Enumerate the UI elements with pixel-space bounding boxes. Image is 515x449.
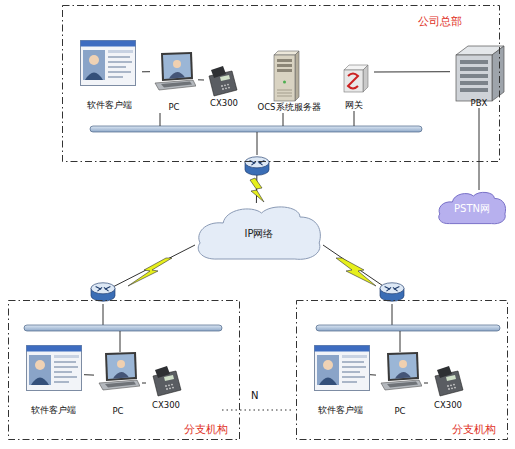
router-icon [245,157,269,175]
ellipsis-dots [222,409,292,410]
node-label: CX300 [198,99,250,108]
node-label: 公司总部 [418,16,462,28]
network-link [198,79,204,80]
ip-phone-icon [435,366,463,396]
node-label: PBX [444,99,514,108]
node-label: 网关 [328,101,380,110]
frame-outline [296,300,508,440]
node-label: 软件客户端 [16,406,90,415]
server-icon [274,51,299,101]
node-label: PC [370,407,430,416]
laptop-icon [381,352,422,390]
software-client-icon [315,346,370,391]
node-label: OCS系统服务器 [244,103,334,112]
client-node: 软件客户端 [310,343,370,415]
ip-cloud: IP网络 [195,203,323,263]
node-label: CX300 [140,401,192,410]
network-link [103,245,195,300]
network-link [424,383,428,384]
gateway-icon [344,65,368,92]
wan-link-bolt [250,178,264,202]
gateway-node: 网关 [334,58,374,110]
drop-wire [392,304,393,325]
pbx-icon [456,46,504,101]
wan-link-bolt [336,258,376,286]
site-frame: 公司总部软件客户端PCCX300OCS系统服务器网关 [62,5,500,162]
frame-outline [62,5,500,162]
node-label: PC [144,103,204,112]
laptop-icon [155,52,196,90]
node-label: 软件客户端 [70,101,148,110]
pc-node: PC [94,350,142,416]
client-node: 软件客户端 [76,38,142,110]
node-label: 分支机构 [184,424,228,436]
node-label: IP网络 [195,228,323,239]
drop-wire [103,304,104,325]
drop-wire [354,111,355,126]
ip-phone-icon [153,366,181,396]
free-label: N [251,390,258,401]
network-link [370,374,376,375]
router-icon [380,283,404,301]
drop-wire [400,331,401,352]
node-label: PSTN网 [437,203,507,214]
phone-node: CX300 [146,360,186,410]
router-icon [91,283,115,301]
network-link [142,71,150,72]
site-frame: 分支机构 软件客户端PCCX300 [296,300,508,440]
client-node: 软件客户端 [22,343,84,415]
node-label: 软件客户端 [304,406,376,415]
server-node: OCS系统服务器 [250,50,328,112]
pstn-cloud: PSTN网 [437,190,507,226]
drop-wire [257,132,258,155]
ip-phone-icon [209,66,237,96]
pc-node: PC [376,350,424,416]
network-link [374,71,450,72]
network-link [84,374,94,375]
network-link [142,383,146,384]
dash-dot-border [297,301,508,440]
network-bus [316,325,500,331]
pc-node: PC [150,50,198,112]
node-label: CX300 [422,401,474,410]
software-client-icon [27,346,82,391]
site-frame: 分支机构软件客户端PCCX300 [8,300,240,440]
dash-dot-border [63,6,500,162]
phone-node: CX300 [204,58,244,108]
laptop-icon [99,352,140,390]
phone-node: CX300 [428,360,468,410]
software-client-icon [81,41,136,86]
dash-dot-border [9,301,240,440]
node-label: 分支机构 [452,424,496,436]
network-bus [90,126,422,132]
drop-wire [120,331,121,352]
pbx-node: PBX [450,42,508,108]
node-label: PC [88,407,148,416]
network-link [479,108,480,190]
wan-link-bolt [128,258,172,286]
drop-wire [283,113,284,126]
drop-wire [160,113,161,126]
network-bus [24,325,222,331]
frame-outline [8,300,240,440]
